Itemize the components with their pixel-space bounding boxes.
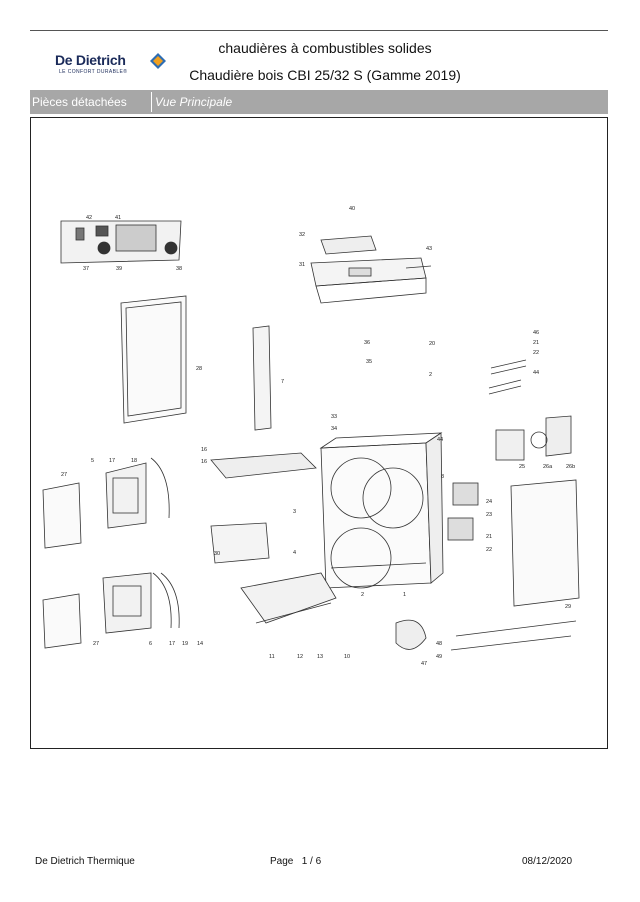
callout-25: 25 (519, 464, 525, 470)
callout-30: 30 (214, 551, 220, 557)
callout-19: 19 (182, 641, 188, 647)
callout-24: 24 (486, 499, 492, 505)
fan-26a (530, 431, 548, 449)
callout-13: 13 (317, 654, 323, 660)
footer-company: De Dietrich Thermique (35, 856, 135, 867)
callout-16a: 16 (201, 447, 207, 453)
callout-5: 5 (91, 458, 94, 464)
callout-35: 35 (366, 359, 372, 365)
panel-27-upper (42, 482, 82, 549)
callout-22: 22 (486, 547, 492, 553)
brand-logo: De Dietrich LE CONFORT DURABLE® (55, 52, 166, 82)
callout-23: 23 (486, 512, 492, 518)
callout-7: 7 (281, 379, 284, 385)
exploded-view-frame: 42 41 37 39 38 40 32 43 31 28 7 36 35 20… (30, 117, 608, 749)
callout-26a: 26a (543, 464, 553, 470)
callout-2-top: 2 (429, 372, 432, 378)
callout-33: 33 (331, 414, 337, 420)
side-panel-part (120, 295, 187, 424)
callout-44: 44 (437, 437, 443, 443)
callout-6: 6 (149, 641, 152, 647)
callout-12: 12 (297, 654, 303, 660)
document-title-product: Chaudière bois CBI 25/32 S (Gamme 2019) (189, 67, 461, 83)
brand-name: De Dietrich (55, 52, 126, 68)
callout-49: 49 (436, 654, 442, 660)
panel-30-part (210, 522, 270, 564)
boiler-body-part (319, 432, 444, 589)
fan-26b (545, 415, 572, 457)
page-total: 6 (315, 856, 322, 867)
grate-tray-part (210, 452, 317, 479)
section-separator (151, 92, 152, 112)
callout-4: 4 (293, 550, 296, 556)
callout-labels: 42 41 37 39 38 40 32 43 31 28 7 36 35 20… (61, 206, 575, 667)
callout-28: 28 (196, 366, 202, 372)
side-panel-29 (510, 479, 580, 607)
part-23 (452, 482, 479, 506)
callout-37: 37 (83, 266, 89, 272)
document-title-category: chaudières à combustibles solides (218, 40, 432, 56)
callout-20: 20 (429, 341, 435, 347)
footer-pagination: Page 1 / 6 (270, 856, 321, 867)
callout-29: 29 (565, 604, 571, 610)
callout-1: 1 (403, 592, 406, 598)
brush-tool-49 (450, 635, 572, 651)
callout-3: 3 (293, 509, 296, 515)
callout-31: 31 (299, 262, 305, 268)
control-panel-part (60, 220, 182, 264)
callout-36: 36 (364, 340, 370, 346)
header-rule (30, 30, 608, 31)
callout-27-upper: 27 (61, 472, 67, 478)
callout-42: 42 (86, 215, 92, 221)
callout-17-lower: 17 (169, 641, 175, 647)
callout-10: 10 (344, 654, 350, 660)
footer-date: 08/12/2020 (522, 856, 573, 867)
callout-27-lower: 27 (93, 641, 99, 647)
callout-21-top: 21 (533, 340, 539, 346)
section-label-view: Vue Principale (155, 95, 233, 109)
callout-43: 43 (426, 246, 432, 252)
ash-tray-part (240, 572, 337, 624)
callout-44-right: 44 (533, 370, 539, 376)
callout-41: 41 (115, 215, 121, 221)
page-separator: / (310, 856, 313, 867)
callout-47: 47 (421, 661, 427, 667)
callout-16b: 16 (201, 459, 207, 465)
section-bar: Pièces détachées Vue Principale (30, 90, 608, 114)
door-assembly-lower (102, 572, 180, 634)
callout-32: 32 (299, 232, 305, 238)
callout-34: 34 (331, 426, 337, 432)
callout-18: 18 (131, 458, 137, 464)
gasket-25 (495, 429, 525, 461)
exploded-view-diagram: 42 41 37 39 38 40 32 43 31 28 7 36 35 20… (42, 206, 580, 667)
rear-strip-part (252, 325, 272, 431)
section-label-parts: Pièces détachées (32, 95, 127, 109)
callout-39: 39 (116, 266, 122, 272)
callout-40: 40 (349, 206, 355, 212)
page-label: Page (270, 856, 294, 867)
callout-38: 38 (176, 266, 182, 272)
poker-tool-48 (455, 620, 577, 637)
callout-2: 2 (361, 592, 364, 598)
callout-21: 21 (486, 534, 492, 540)
callout-22-top: 22 (533, 350, 539, 356)
brand-diamond-icon (150, 53, 166, 69)
callout-48: 48 (436, 641, 442, 647)
scraper-47 (395, 619, 427, 650)
callout-26b: 26b (566, 464, 575, 470)
callout-17-upper: 17 (109, 458, 115, 464)
callout-8: 8 (441, 474, 444, 480)
callout-11: 11 (269, 654, 275, 660)
door-assembly-upper (105, 457, 170, 529)
brand-tagline: LE CONFORT DURABLE® (59, 69, 128, 75)
page-current: 1 (301, 856, 308, 867)
part-21-22 (447, 517, 474, 541)
top-cover-part (310, 235, 432, 304)
turbulators-part (488, 359, 527, 395)
panel-27-lower (42, 593, 82, 649)
callout-46: 46 (533, 330, 539, 336)
callout-14: 14 (197, 641, 203, 647)
